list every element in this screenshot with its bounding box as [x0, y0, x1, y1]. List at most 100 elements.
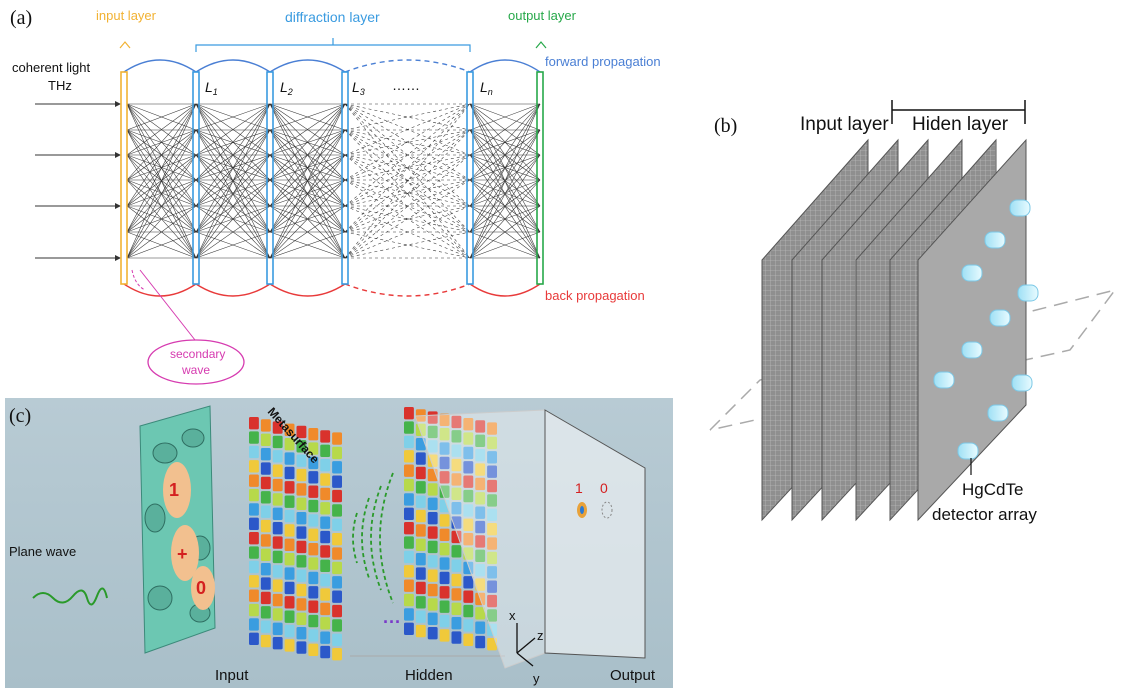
- metasurface-tile: [284, 624, 295, 638]
- metasurface-tile: [475, 549, 486, 562]
- network-edge: [269, 179, 346, 207]
- network-edge: [469, 103, 541, 259]
- metasurface-tile: [260, 548, 271, 561]
- network-edge: [344, 103, 471, 181]
- metasurface-tile: [332, 633, 342, 647]
- output-layer-bar: [536, 71, 544, 285]
- metasurface-tile: [475, 477, 486, 491]
- metasurface-tile: [296, 454, 307, 467]
- network-edge: [469, 129, 541, 156]
- metasurface-tile: [272, 536, 283, 549]
- metasurface-tile: [260, 462, 271, 475]
- metasurface-tile: [415, 552, 426, 566]
- diffraction-layer-n: [466, 71, 474, 285]
- metasurface-tile: [427, 627, 438, 640]
- metasurface-tile: [487, 451, 497, 464]
- network-edge: [269, 154, 346, 259]
- panel-c-label: (c): [9, 405, 31, 427]
- metasurface-tile: [475, 492, 486, 505]
- metasurface-tile: [487, 479, 497, 493]
- metasurface-tile: [272, 593, 283, 607]
- metasurface-tile: [272, 637, 283, 650]
- metasurface-tile: [487, 638, 497, 651]
- metasurface-tile: [320, 545, 331, 558]
- network-edge: [269, 205, 346, 259]
- metasurface-tile: [320, 559, 331, 572]
- metasurface-tile: [475, 420, 486, 433]
- forward-propagation-label: forward propagation: [545, 54, 661, 69]
- metasurface-tile: [415, 466, 426, 480]
- network-edge: [469, 179, 541, 207]
- metasurface-tile: [415, 567, 426, 580]
- metasurface-tile: [404, 565, 414, 578]
- metasurface-tile: [249, 618, 259, 631]
- hidden-layer-label: Hiden layer: [912, 114, 1009, 135]
- metasurface-tile: [475, 535, 486, 548]
- metasurface-tile: [404, 478, 414, 492]
- metasurface-tile: [260, 606, 271, 619]
- metasurface-tile: [332, 446, 342, 460]
- network-edge: [269, 103, 346, 233]
- metasurface-tile: [320, 502, 331, 515]
- floor-plane: [709, 288, 1117, 431]
- metasurface-tile: [475, 578, 486, 591]
- metasurface-tile: [463, 489, 474, 503]
- input-digit-one: 1: [169, 480, 179, 500]
- metasurface-tile: [439, 629, 450, 642]
- metasurface-tile: [308, 456, 319, 470]
- metasurface-tile: [404, 550, 414, 564]
- metasurface-tile: [463, 461, 474, 474]
- metasurface-tile: [487, 594, 497, 608]
- metasurface-tile: [260, 562, 271, 576]
- axis-z-label: z: [537, 628, 544, 643]
- metasurface-tile: [475, 621, 486, 634]
- metasurface-tile: [296, 512, 307, 525]
- metasurface-tile: [249, 589, 259, 602]
- panel-c-metasurface-diagram: (c) Plane wave 1 + 0 Input Metasurface ·…: [5, 398, 673, 688]
- metasurface-tile: [296, 555, 307, 568]
- panel-b-detector-diagram: (b) Input layer Hiden layer HgCdTe detec…: [700, 80, 1128, 580]
- network-edge: [344, 154, 471, 233]
- metasurface-tile: [427, 569, 438, 582]
- input-plus: +: [177, 544, 188, 564]
- metasurface-tile: [332, 504, 342, 517]
- metasurface-tile: [439, 542, 450, 556]
- network-edge: [126, 154, 197, 259]
- metasurface-tile: [308, 499, 319, 513]
- network-edge: [195, 103, 271, 233]
- metasurface-tile: [284, 509, 295, 523]
- metasurface-tile: [272, 550, 283, 564]
- input-pointer: [119, 41, 131, 49]
- metasurface-tile: [463, 446, 474, 460]
- metasurface-tile: [308, 586, 319, 599]
- network-edge: [344, 179, 471, 259]
- metasurface-tile: [404, 593, 414, 607]
- metasurface-tile: [451, 602, 462, 616]
- metasurface-tile: [487, 537, 497, 550]
- metasurface-tile: [427, 583, 438, 597]
- metasurface-tile: [463, 604, 474, 618]
- metasurface-tile: [320, 458, 331, 472]
- network-edge: [126, 179, 197, 259]
- metasurface-tile: [296, 483, 307, 496]
- metasurface-tile: [415, 610, 426, 623]
- panel-b-svg: (b) Input layer Hiden layer HgCdTe detec…: [709, 100, 1117, 524]
- network-edge: [195, 129, 271, 156]
- metasurface-tile: [415, 481, 426, 494]
- network-edge: [269, 103, 346, 131]
- metasurface-tile: [284, 567, 295, 580]
- metasurface-tile: [272, 507, 283, 521]
- secondary-label-line1: secondary: [170, 347, 225, 361]
- metasurface-tile: [475, 520, 486, 534]
- network-edge: [344, 154, 471, 259]
- metasurface-tile: [332, 432, 342, 445]
- plane-wave-label: Plane wave: [9, 544, 76, 559]
- network-edge: [469, 103, 541, 181]
- metasurface-tile: [475, 635, 486, 649]
- metasurface-tile: [249, 503, 259, 516]
- metasurface-tile: [308, 528, 319, 541]
- metasurface-tile: [296, 425, 307, 439]
- metasurface-tile: [487, 551, 497, 565]
- metasurface-tile: [427, 526, 438, 539]
- output-digit-one: 1: [575, 480, 583, 496]
